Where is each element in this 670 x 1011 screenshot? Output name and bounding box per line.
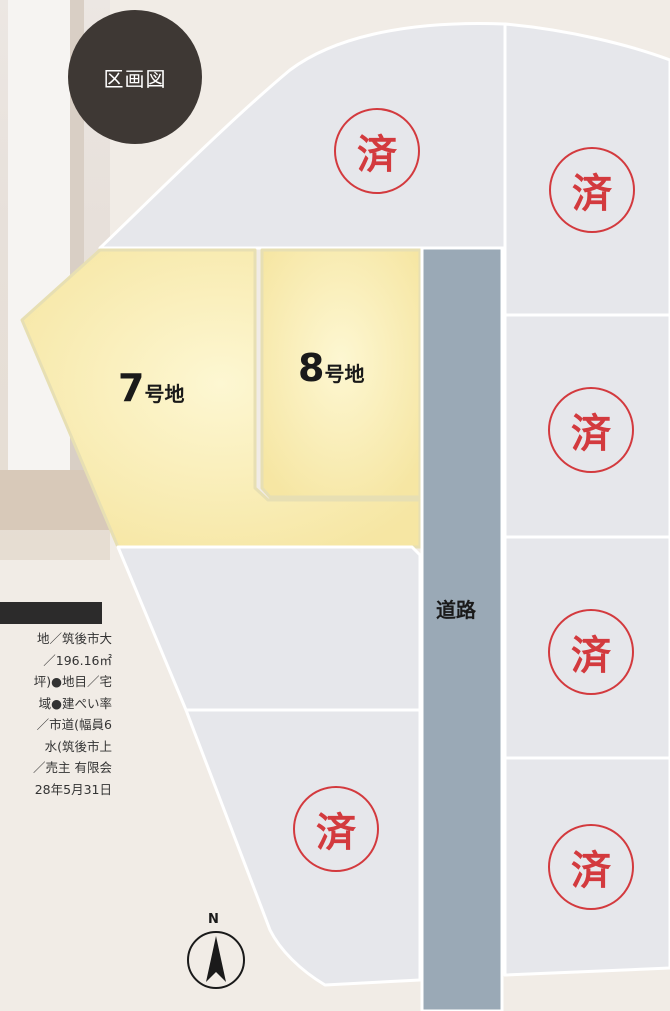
lot-7-suffix: 号地 [144,382,185,406]
sold-stamp: 済 [549,147,635,233]
road-label: 道路 [436,598,476,622]
north-arrow-icon [187,931,245,989]
sold-stamp: 済 [548,609,634,695]
lot-8-parcel[interactable] [260,248,422,499]
info-line: 地／筑後市大 [36,631,112,646]
sold-stamp: 済 [548,824,634,910]
section-map-badge: 区画図 [68,10,202,144]
lot-7-parcel[interactable] [20,248,422,549]
unsold-lot-middle [116,545,422,712]
info-line: 坪)●地目／宅 [33,674,112,689]
lot-8-suffix: 号地 [324,362,365,386]
info-line: ／196.16㎡ [43,652,112,668]
lot-7-number: 7 [118,366,145,410]
info-line: ／売主 有限会 [33,760,112,775]
lot-8-number: 8 [298,346,325,390]
sold-lot-top-left [98,22,507,250]
sold-stamp: 済 [334,108,420,194]
compass-north-label: N [208,912,219,927]
info-line: 水(筑後市上 [44,738,112,754]
lot-7-label[interactable]: 7号地 [118,366,184,410]
info-header-bar [0,602,102,624]
road [420,246,504,1011]
property-info: 地／筑後市大 ／196.16㎡ 坪)●地目／宅 域●建ぺい率 ／市道(幅員6 水… [0,628,112,800]
sold-stamp: 済 [293,786,379,872]
info-line: 28年5月31日 [34,781,112,797]
sold-stamp: 済 [548,387,634,473]
info-line: ／市道(幅員6 [36,717,112,732]
info-line: 域●建ぺい率 [38,695,112,711]
compass: N [184,912,248,992]
lot-8-label[interactable]: 8号地 [298,346,364,390]
